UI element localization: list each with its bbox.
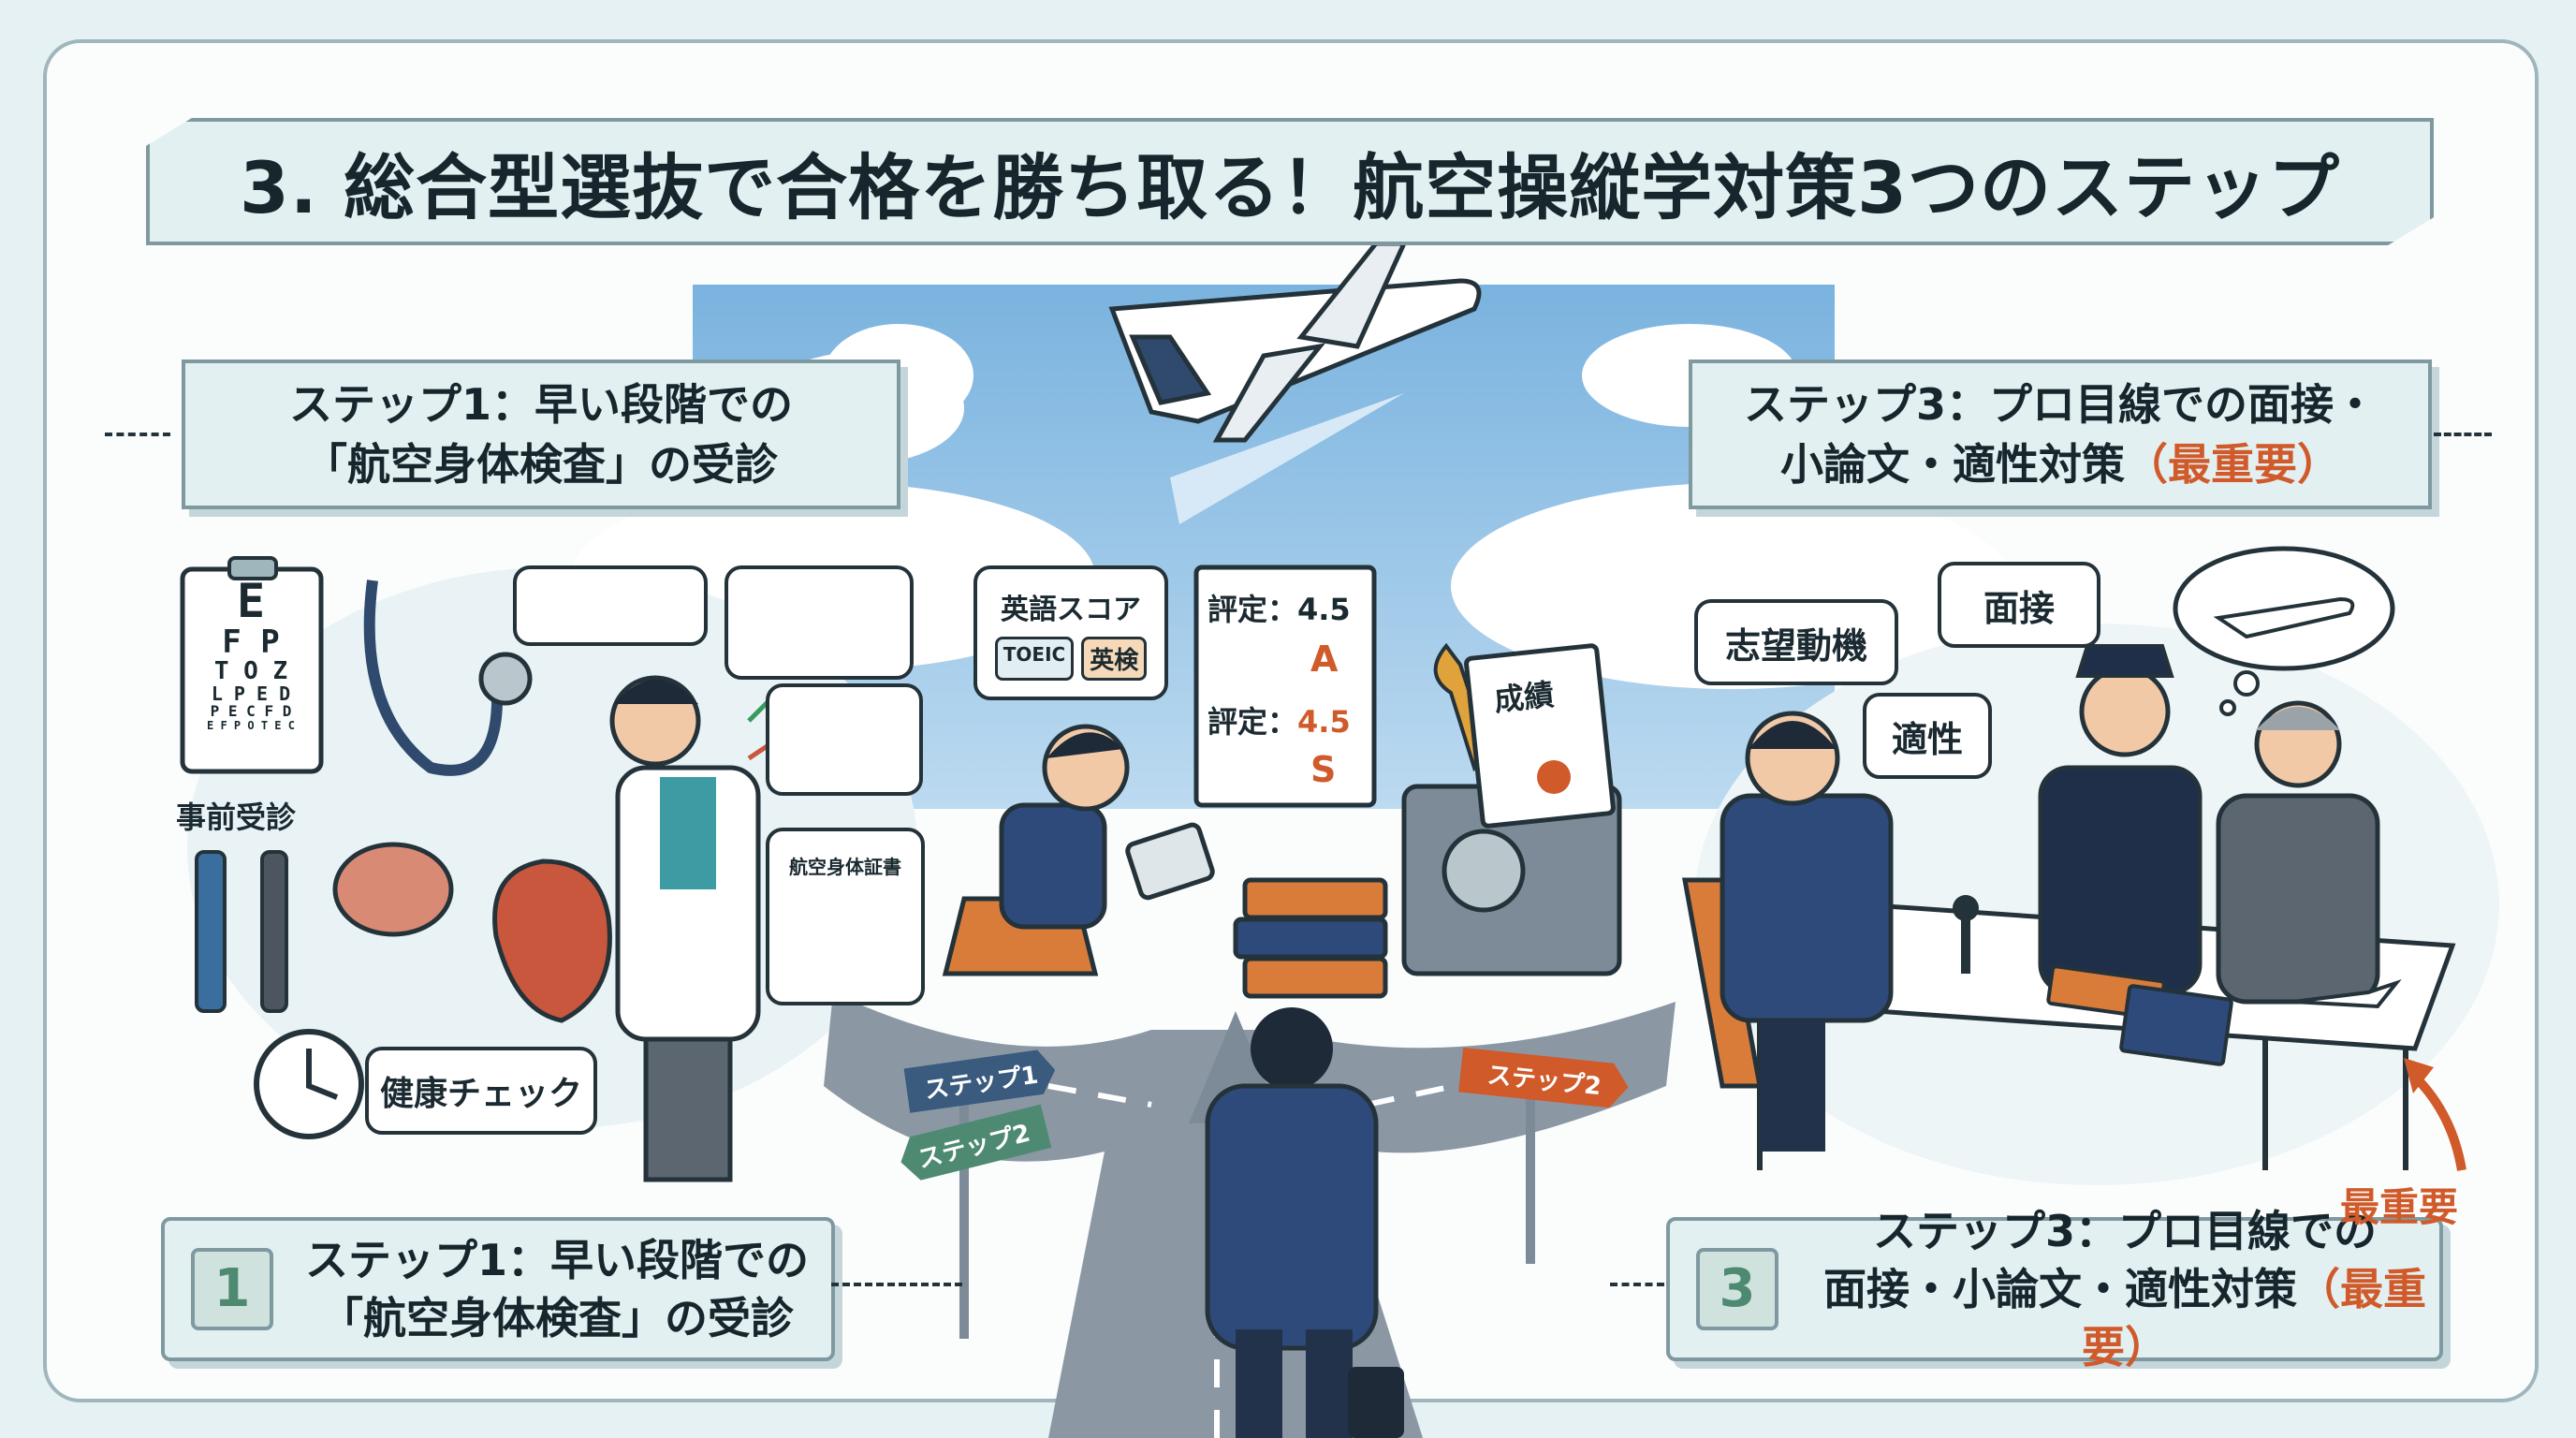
clock-hands-icon bbox=[306, 1049, 339, 1100]
eye-chart-row: E bbox=[236, 574, 266, 628]
thought-bubble-dot bbox=[2233, 670, 2260, 697]
document-seal-icon bbox=[1537, 760, 1571, 794]
step1-top-banner: ステップ1：早い段階での「航空身体検査」の受診 bbox=[182, 360, 900, 509]
step3-highlight: （最重要） bbox=[2124, 439, 2340, 490]
health-check-label: 健康チェック bbox=[379, 1075, 582, 1113]
student-figure bbox=[942, 724, 1215, 976]
rating2-prefix: 評定： bbox=[1208, 704, 1298, 740]
step3-bottom-line1: ステップ3：プロ目線での bbox=[1872, 1206, 2377, 1256]
health-check-bubble: 健康チェック bbox=[365, 1047, 597, 1135]
interview-bubble: 面接 bbox=[1938, 562, 2100, 648]
signpost-pole bbox=[959, 1077, 969, 1339]
pre-exam-label: 事前受診 bbox=[176, 800, 297, 835]
reflex-hammer-icon bbox=[195, 850, 227, 1013]
otoscope-icon bbox=[260, 850, 288, 1013]
eye-chart-row: T O Z bbox=[213, 657, 288, 686]
step1-line2: 「航空身体検査」の受診 bbox=[303, 439, 778, 490]
aptitude-label: 適性 bbox=[1891, 718, 1963, 760]
connector-line bbox=[1610, 1283, 1664, 1286]
most-important-label: 最重要 bbox=[2340, 1184, 2459, 1230]
small-airplane-icon bbox=[2213, 596, 2355, 639]
walking-person-figure bbox=[1205, 1007, 1404, 1438]
wave-chart-bubble bbox=[724, 565, 914, 680]
interview-label: 面接 bbox=[1983, 587, 2055, 629]
heart-organ-icon bbox=[492, 858, 612, 1023]
book-icon bbox=[1233, 917, 1388, 960]
step3-line2: 小論文・適性対策 bbox=[1779, 439, 2125, 490]
interview-scene bbox=[1682, 644, 2456, 1170]
step3-bottom-line2: 面接・小論文・適性対策 bbox=[1823, 1264, 2297, 1314]
english-score-bubble: 英語スコア TOEIC 英検 bbox=[973, 565, 1168, 700]
step3-bottom-highlight: （最重要） bbox=[2082, 1264, 2426, 1372]
thought-bubble-dot bbox=[2219, 699, 2236, 716]
grade-s: S bbox=[1310, 749, 1337, 790]
rating1-label: 評定：4.5 bbox=[1208, 592, 1351, 627]
grade-document bbox=[1464, 643, 1616, 829]
highlight-arrow-icon bbox=[2411, 1073, 2466, 1171]
eye-chart-row: P E C F D bbox=[210, 702, 292, 721]
safe-dial-icon bbox=[1442, 829, 1526, 913]
seiseki-label: 成績 bbox=[1492, 676, 1557, 719]
book-icon bbox=[1242, 956, 1388, 999]
report-card bbox=[1193, 565, 1377, 808]
aptitude-bubble: 適性 bbox=[1863, 693, 1992, 779]
heart-rate-bubble bbox=[513, 565, 708, 646]
stethoscope-head-icon bbox=[478, 652, 533, 706]
contrail bbox=[1170, 393, 1404, 524]
step3-line1: ステップ3：プロ目線での面接・ bbox=[1743, 379, 2377, 430]
connector-line bbox=[2434, 433, 2492, 436]
airplane-icon bbox=[1108, 241, 1482, 443]
step1-bottom-card: 1 ステップ1：早い段階での「航空身体検査」の受診 bbox=[161, 1217, 835, 1361]
arrowhead-icon bbox=[2404, 1058, 2434, 1093]
rating2-value: 4.5 bbox=[1297, 704, 1351, 740]
brain-icon bbox=[332, 842, 454, 937]
certificate-bubble: 航空身体証書 bbox=[766, 828, 925, 1005]
eiken-badge: 英検 bbox=[1081, 636, 1148, 681]
connector-line bbox=[105, 433, 170, 436]
step3-bottom-card: 3 ステップ3：プロ目線での面接・小論文・適性対策（最重要） bbox=[1666, 1206, 2443, 1372]
clip-icon bbox=[227, 556, 278, 580]
book-icon bbox=[1242, 877, 1388, 920]
motivation-bubble: 志望動機 bbox=[1694, 599, 1898, 685]
doctor-figure bbox=[609, 675, 761, 1182]
step1-line1: ステップ1：早い段階での bbox=[288, 379, 793, 430]
vitals-chart-bubble bbox=[766, 683, 923, 796]
eye-chart-row: F P bbox=[222, 623, 280, 661]
page-title: 3. 総合型選抜で合格を勝ち取る！航空操縦学対策3つのステップ bbox=[146, 118, 2434, 245]
rating2-label: 評定：4.5 bbox=[1208, 698, 1351, 741]
step1-bottom-line2: 「航空身体検査」の受診 bbox=[320, 1293, 794, 1343]
grade-a: A bbox=[1310, 638, 1339, 680]
connector-line bbox=[831, 1283, 962, 1286]
eye-chart-row: L P E D bbox=[211, 682, 291, 706]
certificate-label: 航空身体証書 bbox=[789, 856, 901, 878]
eye-chart-row: E F P O T E C bbox=[207, 719, 295, 733]
stethoscope-icon bbox=[363, 580, 504, 776]
toeic-badge: TOEIC bbox=[994, 636, 1075, 681]
english-score-label: 英語スコア bbox=[1001, 593, 1141, 626]
step3-number-badge: 3 bbox=[1696, 1248, 1778, 1330]
eye-chart: E F P T O Z L P E D P E C F D E F P O T … bbox=[183, 577, 318, 732]
motivation-label: 志望動機 bbox=[1724, 624, 1867, 667]
signpost-pole bbox=[1526, 1077, 1535, 1264]
step1-number-badge: 1 bbox=[191, 1248, 273, 1330]
step3-top-banner: ステップ3：プロ目線での面接・小論文・適性対策（最重要） bbox=[1689, 360, 2432, 509]
step1-bottom-line1: ステップ1：早い段階での bbox=[305, 1235, 810, 1285]
